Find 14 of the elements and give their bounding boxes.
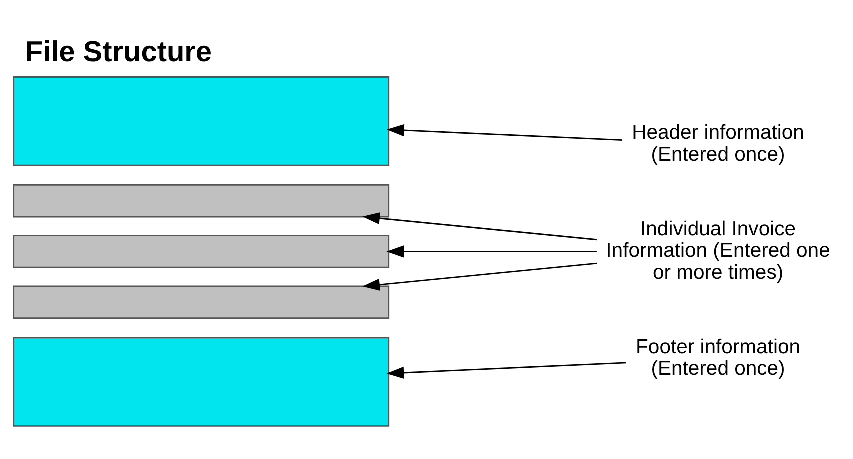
node-text: Footer information (Entered once): [636, 336, 801, 380]
node-bar: [13, 184, 390, 218]
arrow: [386, 362, 626, 379]
node-text: Individual Invoice Information (Entered one or more times): [606, 218, 830, 284]
arrow: [386, 245, 597, 258]
diagram-title: File Structure: [25, 36, 212, 68]
node-box: [13, 336, 390, 426]
node-bar: [13, 234, 390, 268]
arrow: [362, 262, 598, 290]
node-text: Header information (Entered once): [632, 122, 804, 166]
arrow: [386, 124, 623, 141]
arrow: [362, 212, 598, 240]
node-box: [13, 76, 390, 166]
node-bar: [13, 285, 390, 319]
